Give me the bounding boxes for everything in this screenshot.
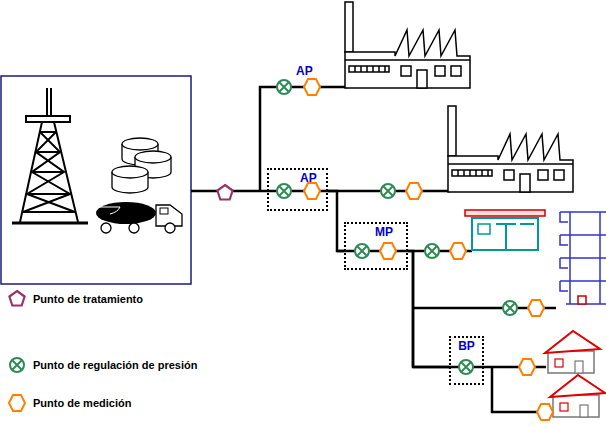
storage-tanks-part — [122, 138, 158, 150]
treatment-point — [217, 185, 232, 200]
oil-derrick-part — [23, 132, 75, 212]
pressure-level-label: AP — [296, 64, 313, 78]
oil-derrick-part — [12, 222, 88, 225]
tanker-truck-part — [165, 223, 175, 233]
tanker-truck — [96, 202, 182, 233]
treatment-point-part — [217, 185, 232, 200]
metering-points-part — [450, 243, 466, 259]
oil-derrick-part — [47, 88, 51, 116]
legend-text: Punto de medición — [33, 396, 131, 410]
high-pressure-station: AP — [267, 168, 328, 211]
tanker-truck-part — [96, 207, 120, 214]
pressure-regulators-part — [425, 244, 439, 258]
house-1-part — [545, 331, 600, 373]
pressure-regulators-part — [459, 360, 473, 374]
pipelines-part — [260, 87, 348, 191]
oil-derrick-part — [26, 116, 70, 122]
storage-tanks-part — [135, 151, 171, 163]
legend-symbols-part — [9, 291, 24, 306]
factory-2-part — [448, 106, 573, 192]
metering-points — [304, 79, 553, 420]
pressure-level-label: MP — [375, 225, 393, 239]
metering-points-part — [304, 79, 320, 95]
legend-text: Punto de tratamiento — [33, 292, 143, 306]
metering-points-part — [380, 243, 396, 259]
medium-pressure-station: MP — [344, 222, 408, 270]
gas-pipeline — [328, 191, 344, 251]
source-panel — [1, 76, 191, 284]
house-1 — [545, 331, 600, 373]
gas-pipeline — [408, 251, 449, 367]
pressure-level-label: AP — [300, 171, 317, 185]
pipelines — [191, 87, 562, 412]
oil-derrick-part — [23, 132, 75, 212]
legend-symbols-part — [9, 395, 25, 411]
legend-symbols-part — [10, 358, 24, 372]
metering-points-part — [537, 404, 553, 420]
house-2 — [550, 375, 605, 417]
metering-points-part — [304, 183, 320, 199]
pressure-regulators-part — [277, 184, 291, 198]
apartment-building-part — [560, 212, 606, 304]
factory-1 — [345, 2, 470, 88]
pressure-regulators-part — [381, 184, 395, 198]
gas-station-part — [472, 218, 538, 250]
pressure-level-label: BP — [458, 339, 475, 353]
tanker-truck-part — [160, 208, 168, 214]
storage-tanks-part — [112, 166, 148, 178]
tanker-truck-part — [129, 223, 139, 233]
apartment-building-part — [570, 212, 600, 304]
apartment-building-part — [560, 212, 568, 291]
low-pressure-station: BP — [449, 336, 484, 385]
legend-text: Punto de regulación de presión — [33, 358, 197, 372]
gas-station-part — [496, 224, 534, 250]
metering-points-part — [406, 183, 422, 199]
apartment-building — [560, 212, 606, 304]
gas-station-part — [478, 224, 490, 234]
source-panel-part — [1, 76, 191, 284]
factory-2 — [448, 106, 573, 192]
metering-points-part — [528, 300, 544, 316]
tanker-truck-part — [96, 202, 156, 224]
storage-tanks — [112, 138, 171, 193]
pressure-regulators-part — [503, 301, 517, 315]
pressure-regulators-part — [277, 80, 291, 94]
oil-derrick-part — [20, 122, 78, 222]
legend-symbols — [9, 291, 25, 411]
pressure-regulators-part — [355, 244, 369, 258]
factory-1-part — [345, 2, 470, 88]
apartment-building-part — [578, 296, 586, 304]
oil-derrick — [12, 88, 88, 223]
gas-station — [465, 210, 545, 250]
house-2-part — [550, 375, 605, 417]
pressure-regulators — [277, 80, 517, 374]
gas-station-part — [465, 210, 545, 216]
metering-points-part — [519, 359, 535, 375]
tanker-truck-part — [101, 223, 111, 233]
